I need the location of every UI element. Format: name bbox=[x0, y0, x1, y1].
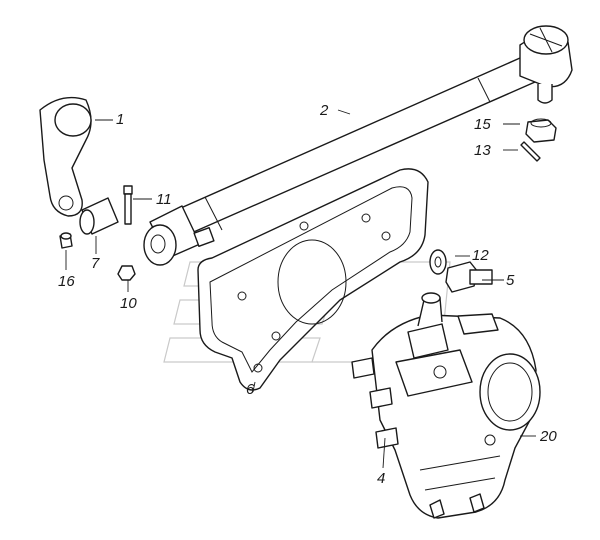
tie-rod bbox=[143, 25, 573, 266]
callout-20: 20 bbox=[540, 428, 557, 445]
callout-11: 11 bbox=[156, 191, 172, 208]
castle-nut-15 bbox=[525, 118, 557, 143]
mounting-bracket-6 bbox=[197, 168, 429, 391]
callout-12: 12 bbox=[472, 247, 489, 264]
pin-7-end bbox=[79, 209, 95, 235]
callout-16: 16 bbox=[58, 273, 75, 290]
callout-4: 4 bbox=[377, 470, 386, 487]
steering-gear-4 bbox=[351, 292, 541, 519]
callout-15: 15 bbox=[474, 116, 491, 133]
callout-5: 5 bbox=[506, 272, 515, 289]
callout-10: 10 bbox=[120, 295, 137, 312]
callout-2: 2 bbox=[320, 102, 329, 119]
grease-fitting-16 bbox=[59, 232, 73, 249]
cotter-pin-13 bbox=[520, 141, 541, 162]
callout-1: 1 bbox=[116, 111, 125, 128]
washer-12 bbox=[429, 249, 447, 275]
callout-7: 7 bbox=[91, 255, 100, 272]
callout-13: 13 bbox=[474, 142, 491, 159]
callout-6: 6 bbox=[246, 381, 255, 398]
pitman-arm bbox=[39, 96, 92, 217]
bolt-11 bbox=[123, 185, 133, 225]
bolt-5 bbox=[445, 261, 493, 293]
leader-lines bbox=[65, 109, 536, 469]
nut-10 bbox=[117, 265, 136, 281]
